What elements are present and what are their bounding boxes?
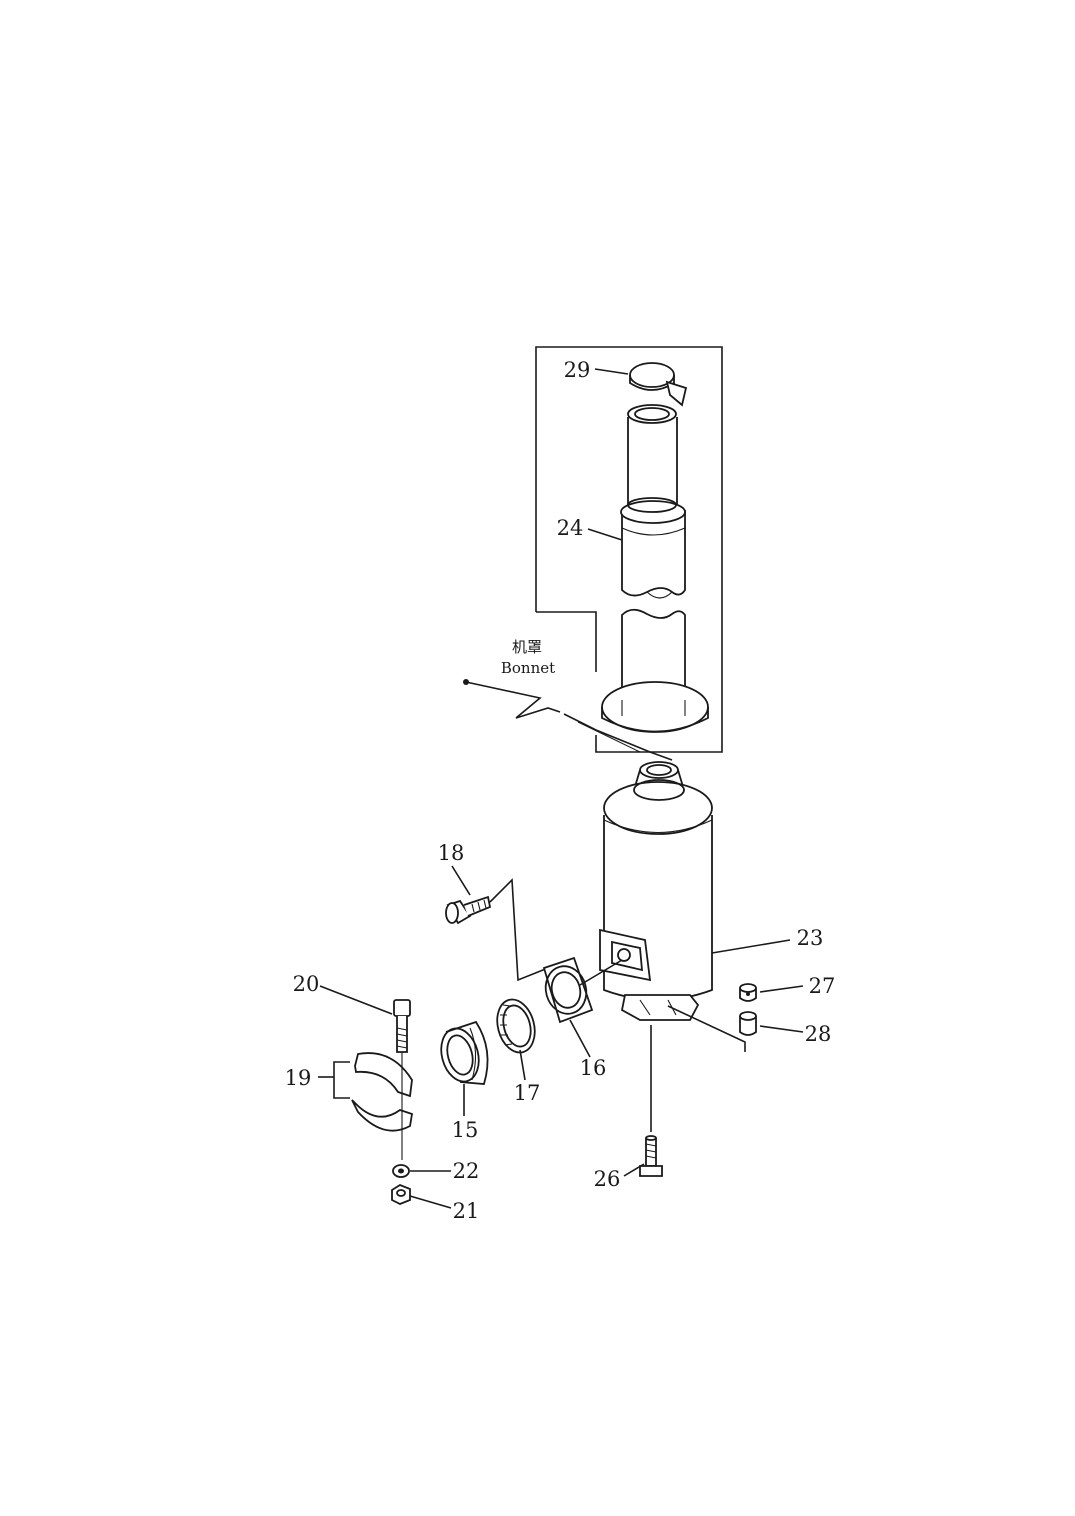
part-label-26: 26 — [594, 1167, 621, 1191]
washer-part-22 — [392, 1164, 410, 1178]
leader-21 — [409, 1195, 452, 1209]
exhaust-pipe-part — [601, 404, 709, 733]
leader-29 — [594, 368, 629, 375]
seal-ring-part-17 — [496, 998, 536, 1054]
part-label-24: 24 — [557, 516, 584, 540]
part-label-23: 23 — [797, 926, 824, 950]
part-label-15: 15 — [452, 1118, 479, 1142]
part-label-21: 21 — [453, 1199, 480, 1223]
leader-16 — [569, 1019, 591, 1058]
bolt-part-20 — [393, 999, 411, 1053]
bolt-part-18 — [445, 895, 492, 925]
bonnet-label-english: Bonnet — [501, 659, 555, 677]
bonnet-label-chinese: 机罩 — [512, 638, 542, 656]
leader-27-28-to-bracket — [667, 1005, 746, 1052]
nut-part-21 — [391, 1183, 411, 1205]
rain-cap-part — [629, 362, 688, 407]
leader-28 — [759, 1025, 804, 1033]
bonnet-sheet — [463, 679, 673, 761]
part-label-19: 19 — [285, 1066, 312, 1090]
cushion-part-27 — [739, 983, 757, 1002]
leader-23 — [711, 939, 791, 954]
flange-gasket-part-16 — [542, 956, 594, 1024]
part-label-28: 28 — [805, 1022, 832, 1046]
bolt-part-26 — [639, 1135, 663, 1177]
leader-27 — [759, 985, 804, 993]
leader-16-to-muffler — [579, 959, 623, 986]
leader-20 — [319, 985, 393, 1015]
spacer-part-28 — [739, 1011, 757, 1036]
leader-18-to-gasket — [489, 878, 549, 982]
leader-24 — [587, 528, 623, 541]
clamp-part-19 — [351, 1052, 414, 1132]
part-label-20: 20 — [293, 972, 320, 996]
part-label-27: 27 — [809, 974, 836, 998]
part-label-22: 22 — [453, 1159, 480, 1183]
part-label-17: 17 — [514, 1081, 541, 1105]
upper-section-outline — [535, 346, 723, 753]
bellows-connector-part-15 — [440, 1020, 489, 1085]
part-label-29: 29 — [564, 358, 591, 382]
leader-18 — [451, 865, 471, 896]
leader-26 — [623, 1163, 645, 1177]
upper-section-outline-left-step — [536, 611, 597, 672]
leader-17 — [519, 1049, 526, 1081]
part-label-16: 16 — [580, 1056, 607, 1080]
muffler-body-part — [599, 761, 713, 1021]
part-label-18: 18 — [438, 841, 465, 865]
clamp-group-bracket — [333, 1061, 350, 1099]
